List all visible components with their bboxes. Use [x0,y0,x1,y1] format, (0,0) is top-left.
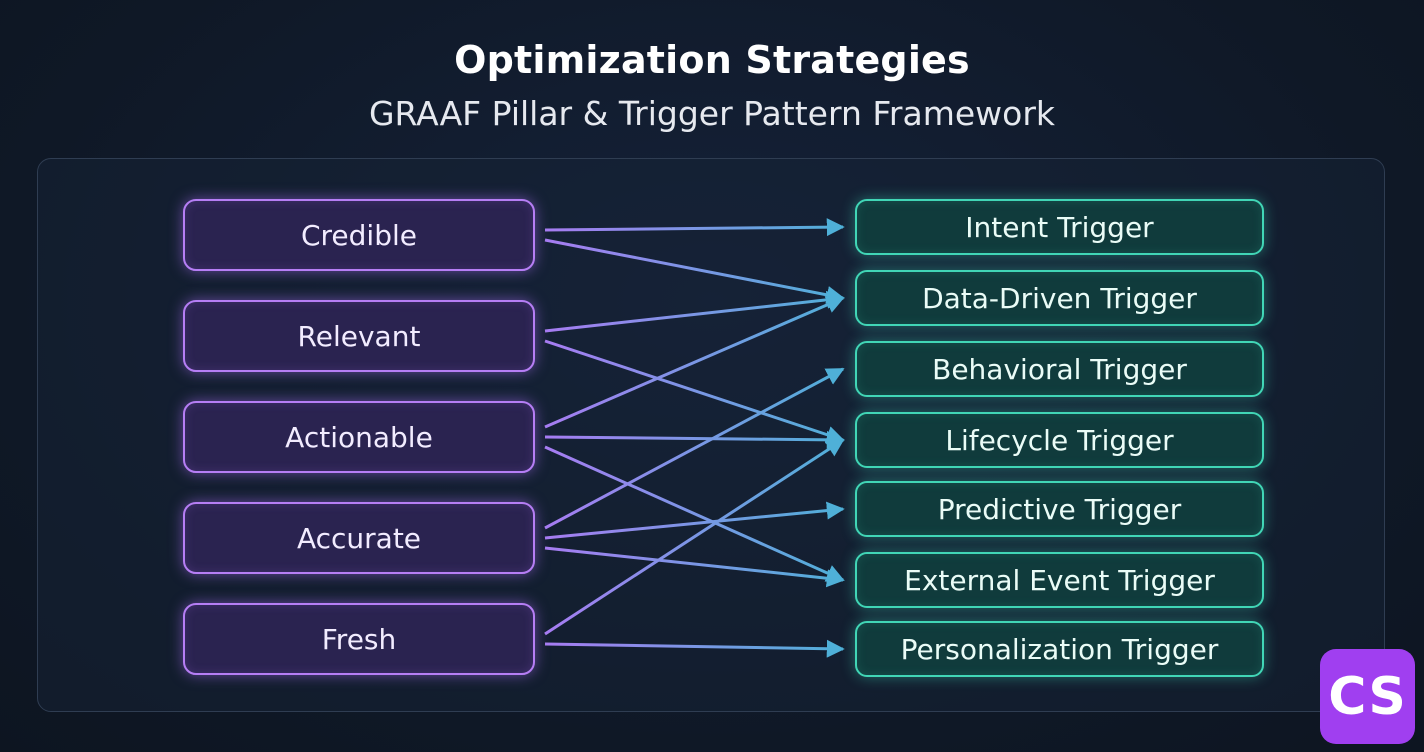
trigger-label: Personalization Trigger [900,632,1219,666]
trigger-intent: Intent Trigger [855,199,1264,255]
connector-arrow [544,218,845,237]
connector-arrow [544,430,845,449]
connector-arrow [544,438,845,636]
pillar-actionable: Actionable [183,401,535,473]
page-title: Optimization Strategies [454,38,970,82]
connector-arrow [544,546,845,588]
trigger-label: Predictive Trigger [937,492,1182,526]
pillar-label: Actionable [285,420,433,454]
trigger-predictive: Predictive Trigger [855,481,1264,537]
trigger-label: Intent Trigger [965,210,1154,244]
page-subtitle: GRAAF Pillar & Trigger Pattern Framework [368,94,1056,133]
trigger-external-event: External Event Trigger [855,552,1264,608]
trigger-label: Lifecycle Trigger [945,423,1174,457]
connector-lines [544,218,845,658]
connector-arrow [544,367,845,530]
cs-logo: CS [1320,649,1415,744]
pillar-label: Fresh [321,622,397,656]
pillar-label: Accurate [296,521,422,555]
trigger-lifecycle: Lifecycle Trigger [855,412,1264,468]
connector-arrow [544,445,845,582]
trigger-behavioral: Behavioral Trigger [855,341,1264,397]
connector-arrow [544,290,845,333]
trigger-label: External Event Trigger [904,563,1215,597]
pillar-credible: Credible [183,199,535,271]
connector-arrow [544,339,845,444]
trigger-label: Data-Driven Trigger [922,281,1197,315]
connector-arrow [544,639,845,658]
pillar-relevant: Relevant [183,300,535,372]
trigger-label: Behavioral Trigger [932,352,1187,386]
pillar-label: Credible [300,218,417,252]
trigger-personalization: Personalization Trigger [855,621,1264,677]
logo-text: CS [1328,666,1407,727]
connector-arrow [544,296,845,429]
connector-arrow [544,501,845,540]
pillar-accurate: Accurate [183,502,535,574]
pillar-fresh: Fresh [183,603,535,675]
trigger-data-driven: Data-Driven Trigger [855,270,1264,326]
connector-arrow [544,238,845,304]
pillar-label: Relevant [297,319,421,353]
